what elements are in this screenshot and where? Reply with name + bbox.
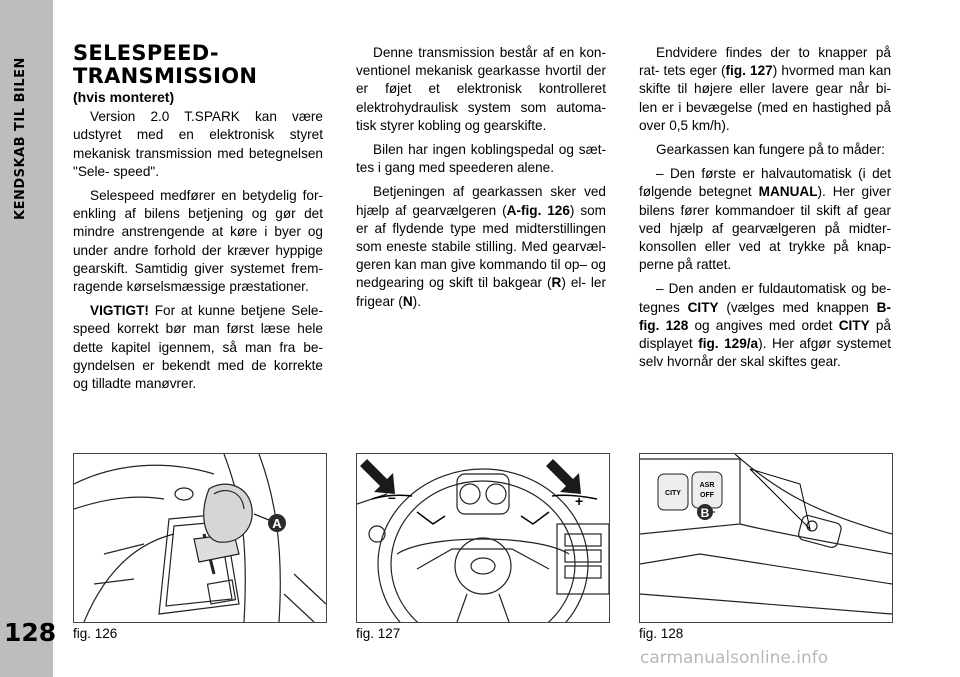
page-heading: SELESPEED- TRANSMISSION	[73, 42, 323, 88]
paragraph: Bilen har ingen koblingspedal og sæt- te…	[356, 142, 606, 176]
paragraph: Betjeningen af gearkassen sker ved hjælp…	[356, 183, 606, 310]
off-label: OFF	[700, 492, 715, 499]
warning-text: For at kunne betjene Sele- speed korrekt…	[73, 303, 323, 392]
figure-caption: fig. 128	[639, 626, 684, 641]
warning-paragraph: VIGTIGT! For at kunne betjene Sele- spee…	[73, 302, 323, 393]
asr-label: ASR	[700, 482, 715, 489]
text-run: ) el- ler frigear (	[356, 275, 606, 309]
marker-a-icon: A	[253, 513, 286, 532]
figure-ref: B- fig. 128	[639, 299, 892, 333]
heading-line-1: SELESPEED-	[73, 41, 219, 65]
side-tab: KENDSKAB TIL BILEN 128	[0, 0, 57, 677]
paddle-plus-icon: +	[546, 459, 598, 509]
marker-b-icon: B	[697, 468, 811, 531]
gear-letter-n: N	[402, 293, 413, 309]
figure-ref: fig. 129/a	[698, 336, 759, 352]
text-run: på displayet	[639, 317, 891, 352]
column-2: Denne transmission består af en kon- ven…	[356, 44, 606, 317]
warning-label: VIGTIGT!	[90, 303, 149, 319]
paragraph: Endvidere findes der to knapper på rat- …	[639, 44, 891, 135]
figure-126-gear-selector: A	[73, 453, 327, 623]
paragraph: Selespeed medfører en betydelig for- enk…	[73, 188, 323, 295]
asr-off-button-icon: ASR OFF	[691, 471, 723, 509]
paragraph: – Den anden er fuldautomatisk og be- teg…	[639, 280, 891, 371]
figure-ref: fig. 127	[725, 63, 773, 79]
text-run: ) hvormed man kan skifte til højere elle…	[639, 63, 892, 133]
steering-wheel-illustration: – +	[357, 459, 609, 622]
paragraph: Version 2.0 T.SPARK kan være udstyret me…	[73, 109, 323, 179]
mode-city: CITY	[838, 317, 870, 333]
text-run: (vælges med knappen	[718, 299, 877, 315]
subheading: (hvis monteret)	[73, 89, 175, 105]
text-run: – Den første er halvautomatisk (i det fø…	[639, 166, 891, 200]
city-button-icon: CITY	[657, 473, 689, 511]
text-run: og angives med ordet	[688, 317, 839, 333]
page-number: 128	[4, 618, 57, 647]
text-run: ) som er af flydende type med midterstil…	[356, 202, 607, 291]
figure-ref: A-fig. 126	[506, 202, 570, 218]
paragraph: Denne transmission består af en kon- ven…	[356, 45, 606, 133]
gear-selector-illustration: A	[74, 454, 326, 622]
section-title: KENDSKAB TIL BILEN	[13, 57, 28, 220]
paragraph: Gearkassen kan fungere på to måder:	[656, 142, 885, 158]
mode-city: CITY	[687, 299, 719, 315]
figure-caption: fig. 127	[356, 626, 401, 641]
text-run: Endvidere findes der to knapper på rat- …	[639, 45, 891, 79]
section-title-vertical: KENDSKAB TIL BILEN	[13, 40, 37, 220]
watermark: carmanualsonline.info	[640, 648, 829, 668]
text-run: ). Her afgør systemet selv hvornår der s…	[639, 336, 892, 370]
paddle-minus-icon: –	[360, 459, 413, 505]
heading-line-2: TRANSMISSION	[73, 64, 258, 88]
minus-label: –	[388, 489, 396, 505]
marker-b-label: B	[701, 506, 710, 520]
marker-a-label: A	[272, 516, 282, 531]
figure-127-steering-wheel: – +	[356, 453, 610, 623]
figure-128-console-buttons: CITY ASR OFF B	[639, 453, 893, 623]
mode-manual: MANUAL	[758, 184, 818, 200]
column-3: Endvidere findes der to knapper på rat- …	[639, 44, 891, 377]
text-run: Betjeningen af gearkassen sker ved hjælp…	[356, 184, 606, 218]
plus-label: +	[575, 493, 583, 509]
text-run: – Den anden er fuldautomatisk og be- teg…	[639, 281, 891, 315]
console-buttons-illustration: CITY ASR OFF B	[640, 454, 892, 615]
paragraph: – Den første er halvautomatisk (i det fø…	[639, 165, 891, 274]
figure-caption: fig. 126	[73, 626, 118, 641]
city-button-label: CITY	[665, 490, 681, 497]
text-run: ).	[412, 293, 421, 309]
column-1: SELESPEED- TRANSMISSION (hvis monteret) …	[73, 42, 323, 399]
text-run: ). Her giver bilens fører kommandoer til…	[639, 184, 891, 273]
gear-letter-r: R	[551, 275, 562, 291]
